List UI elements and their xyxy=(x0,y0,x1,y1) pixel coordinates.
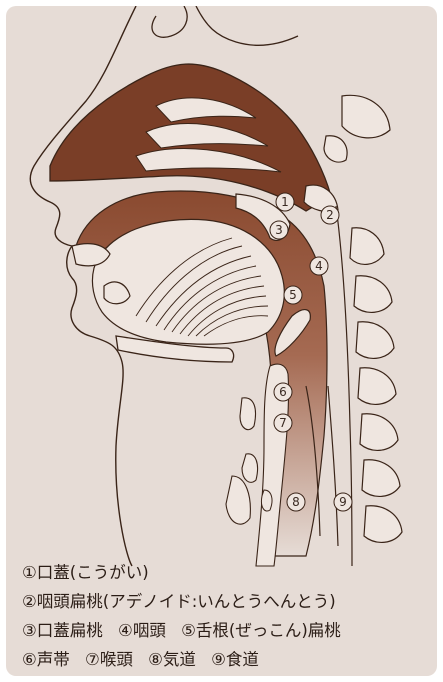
thyroid-cartilage xyxy=(240,398,256,430)
legend-line-4: ⑥声帯 ⑦喉頭 ⑧気道 ⑨食道 xyxy=(22,645,427,674)
marker-7: 7 xyxy=(274,414,292,432)
cricoid-2 xyxy=(226,476,250,524)
marker-5: 5 xyxy=(284,286,302,304)
legend-adenoid: ②咽頭扁桃(アデノイド:いんとうへんとう) xyxy=(22,592,336,611)
svg-text:5: 5 xyxy=(289,288,297,302)
marker-3: 3 xyxy=(270,221,288,239)
trachea-ring xyxy=(261,490,272,511)
marker-6: 6 xyxy=(274,383,292,401)
svg-text:9: 9 xyxy=(339,495,347,509)
legend-vocal-cords: ⑥声帯 xyxy=(22,650,70,669)
cervical-spine xyxy=(324,95,402,542)
legend: ①口蓋(こうがい) ②咽頭扁桃(アデノイド:いんとうへんとう) ③口蓋扁桃 ④咽… xyxy=(22,558,427,674)
legend-palate: ①口蓋(こうがい) xyxy=(22,563,149,582)
svg-text:4: 4 xyxy=(315,259,323,273)
svg-text:7: 7 xyxy=(279,416,287,430)
legend-lingual-tonsil: ⑤舌根(ぜっこん)扁桃 xyxy=(181,621,341,640)
marker-9: 9 xyxy=(334,493,352,511)
legend-line-2: ②咽頭扁桃(アデノイド:いんとうへんとう) xyxy=(22,587,427,616)
marker-1: 1 xyxy=(276,193,294,211)
legend-line-1: ①口蓋(こうがい) xyxy=(22,558,427,587)
legend-esophagus: ⑨食道 xyxy=(211,650,259,669)
svg-text:2: 2 xyxy=(326,208,334,222)
marker-2: 2 xyxy=(321,206,339,224)
marker-8: 8 xyxy=(287,493,305,511)
cricoid-1 xyxy=(242,454,258,483)
legend-palatine-tonsil: ③口蓋扁桃 xyxy=(22,621,103,640)
svg-text:6: 6 xyxy=(279,385,287,399)
marker-4: 4 xyxy=(310,257,328,275)
svg-text:1: 1 xyxy=(281,195,289,209)
svg-text:8: 8 xyxy=(292,495,300,509)
svg-text:3: 3 xyxy=(275,223,283,237)
legend-pharynx: ④咽頭 xyxy=(118,621,166,640)
legend-airway: ⑧気道 xyxy=(148,650,196,669)
cranial-lines xyxy=(152,6,298,45)
legend-larynx: ⑦喉頭 xyxy=(85,650,133,669)
illustration-card: 1 2 3 4 5 6 7 8 9 ①口蓋(こうがい) ②咽頭扁桃(アデノイド:… xyxy=(6,6,437,676)
spinal-column-line xyxy=(336,206,352,566)
legend-line-3: ③口蓋扁桃 ④咽頭 ⑤舌根(ぜっこん)扁桃 xyxy=(22,616,427,645)
tongue xyxy=(92,219,284,344)
